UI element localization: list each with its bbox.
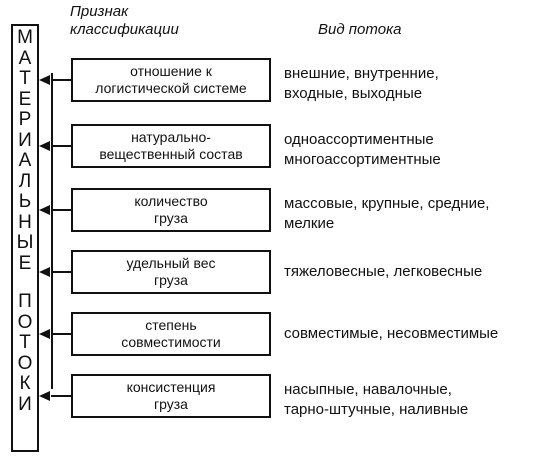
connector-line <box>51 271 73 273</box>
flow-types-text: массовые, крупные, средние, мелкие <box>284 195 490 232</box>
flow-types-text: тяжеловесные, легковесные <box>284 263 483 280</box>
vertical-letter: Н <box>18 211 32 233</box>
criterion-box: натурально- вещественный состав <box>71 124 271 168</box>
vertical-letter: О <box>17 352 33 374</box>
vertical-letter: И <box>18 129 32 151</box>
connector-trunk <box>51 73 53 389</box>
criterion-label: отношение к логистической системе <box>95 63 247 96</box>
flow-types-text: насыпные, навалочные, тарно-штучные, нал… <box>284 381 469 418</box>
vertical-letter: П <box>18 291 32 312</box>
arrow-to-label <box>39 205 50 215</box>
vertical-letter: О <box>17 311 33 333</box>
criterion-label: удельный вес груза <box>126 255 216 288</box>
connector-line <box>51 395 73 397</box>
flow-types-text: совместимые, несовместимые <box>284 325 499 342</box>
criterion-box: удельный вес груза <box>71 250 271 294</box>
arrow-to-label <box>39 141 50 151</box>
criterion-label: количество груза <box>134 193 208 226</box>
vertical-letter: Т <box>19 332 31 353</box>
flow-types-text: внешние, внутренние, входные, выходные <box>284 65 439 102</box>
vertical-letter: М <box>17 27 33 48</box>
vertical-letter: Е <box>18 252 32 274</box>
arrow-to-label <box>39 391 50 401</box>
criterion-label: консистенция груза <box>126 379 216 412</box>
criterion-label: натурально- вещественный состав <box>99 129 243 162</box>
flow-types-text: одноассортиментные многоассортиментные <box>284 131 441 168</box>
arrow-to-label <box>39 267 50 277</box>
criterion-box: отношение к логистической системе <box>71 58 271 102</box>
vertical-letter: К <box>19 373 31 394</box>
vertical-letter: А <box>18 47 32 69</box>
arrow-to-label <box>39 329 50 339</box>
vertical-letter: Р <box>18 109 32 130</box>
connector-line <box>51 79 73 81</box>
vertical-letter: И <box>18 393 32 415</box>
header-flow-type: Вид потока <box>318 21 402 38</box>
connector-line <box>51 145 73 147</box>
header-criterion: Признак классификации <box>70 3 179 38</box>
criterion-label: степень совместимости <box>121 317 221 350</box>
vertical-letter: Ь <box>18 191 32 212</box>
connector-line <box>51 209 73 211</box>
connector-line <box>51 333 73 335</box>
vertical-letter: А <box>18 150 32 171</box>
vertical-letter: Л <box>18 170 32 192</box>
criterion-box: степень совместимости <box>71 312 271 356</box>
vertical-letter: Е <box>18 88 32 110</box>
vertical-letter: Т <box>19 68 31 89</box>
vertical-letter: Ы <box>16 232 34 253</box>
criterion-box: количество груза <box>71 188 271 232</box>
criterion-box: консистенция груза <box>71 374 271 418</box>
arrow-to-label <box>39 75 50 85</box>
